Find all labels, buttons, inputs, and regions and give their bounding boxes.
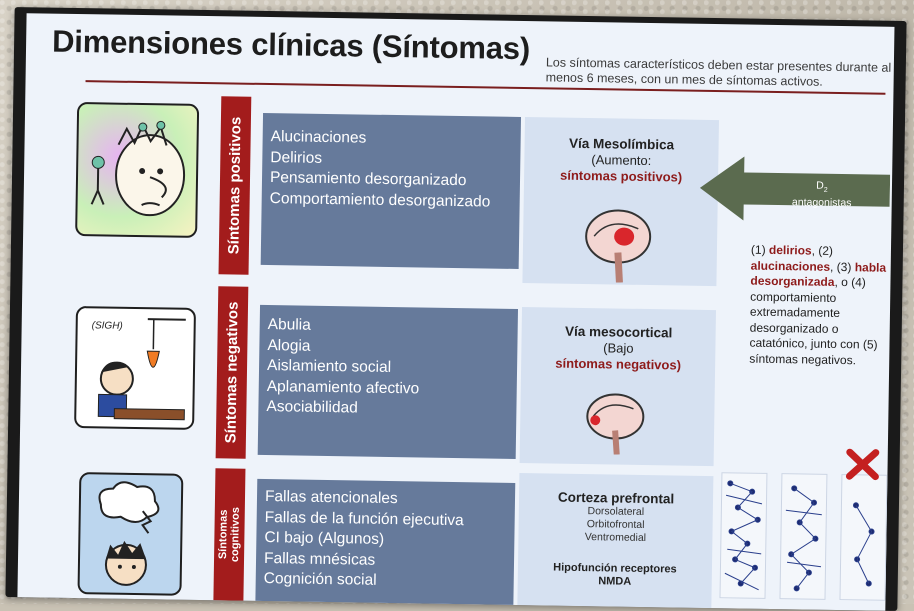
- negative-symptom-list: Abulia Alogia Aislamiento social Aplanam…: [258, 305, 518, 459]
- neuron-panel-sparse: [839, 474, 887, 601]
- hallucination-drawing-icon: [77, 104, 197, 236]
- monitor-frame: Dimensiones clínicas (Síntomas) Los sínt…: [5, 7, 906, 611]
- neuron-network-icon: [721, 473, 767, 598]
- prefrontal-panel: Corteza prefrontal Dorsolateral Orbitofr…: [517, 473, 713, 608]
- path-highlight: síntomas negativos): [521, 355, 715, 373]
- criteria-highlight: delirios: [769, 243, 812, 258]
- brain-icon: [579, 206, 660, 283]
- tab-positive-symptoms: Síntomas positivos: [219, 96, 252, 274]
- cognitive-symptom-list: Fallas atencionales Fallas de la función…: [255, 479, 515, 605]
- neuron-network-icon: [780, 474, 826, 599]
- criteria-highlight: alucinaciones: [751, 258, 831, 273]
- arrow-label: D2 antagonistas: [762, 179, 882, 210]
- cartoon-thinking: [77, 472, 183, 596]
- slide-screen: Dimensiones clínicas (Síntomas) Los sínt…: [17, 13, 894, 611]
- tab-positive-label: Síntomas positivos: [225, 117, 244, 255]
- slide-subtitle: Los síntomas característicos deben estar…: [546, 55, 895, 90]
- mesolimbic-panel: Vía Mesolímbica (Aumento: síntomas posit…: [522, 117, 719, 286]
- symptom-item: Asociabilidad: [258, 397, 516, 422]
- cartoon-hallucination: [75, 102, 199, 238]
- criteria-text: (1): [751, 243, 769, 257]
- mesocortical-panel: Vía mesocortical (Bajo síntomas negativo…: [520, 307, 716, 466]
- tab-cognitive-label: Síntomas cognitivos: [217, 494, 242, 574]
- criteria-text: , o (4) comportamiento extremadamente de…: [749, 275, 878, 367]
- sigh-label: (SIGH): [92, 320, 123, 331]
- neuron-panel-dense: [719, 472, 767, 599]
- cartoon-sigh: (SIGH): [74, 306, 196, 430]
- slide-title: Dimensiones clínicas (Síntomas): [52, 24, 530, 68]
- path-footer: Hipofunción receptores NMDA: [518, 561, 712, 590]
- path-subitem: Ventromedial: [518, 530, 712, 546]
- path-footer-line: NMDA: [518, 574, 712, 590]
- symptom-item: Cognición social: [256, 569, 514, 594]
- brain-icon: [581, 390, 654, 455]
- tab-negative-symptoms: Síntomas negativos: [216, 286, 249, 458]
- arrow-label-bottom: antagonistas: [792, 196, 852, 209]
- diagnostic-criteria: (1) delirios, (2) alucinaciones, (3) hab…: [749, 243, 891, 369]
- symptom-item: Comportamiento desorganizado: [262, 188, 520, 213]
- criteria-text: , (3): [830, 259, 855, 273]
- arrow-label-sub: 2: [824, 187, 828, 194]
- neuron-panel-medium: [779, 473, 827, 600]
- positive-symptom-list: Alucinaciones Delirios Pensamiento desor…: [261, 113, 521, 269]
- path-highlight: síntomas positivos): [524, 167, 718, 185]
- tab-cognitive-symptoms: Síntomas cognitivos: [213, 468, 245, 600]
- red-x-icon: [845, 448, 879, 481]
- neuron-network-icon: [840, 475, 886, 600]
- d2-antagonists-arrow: D2 antagonistas: [699, 156, 890, 223]
- criteria-text: , (2): [812, 244, 834, 258]
- thinking-drawing-icon: [80, 474, 182, 594]
- tab-negative-label: Síntomas negativos: [222, 302, 241, 444]
